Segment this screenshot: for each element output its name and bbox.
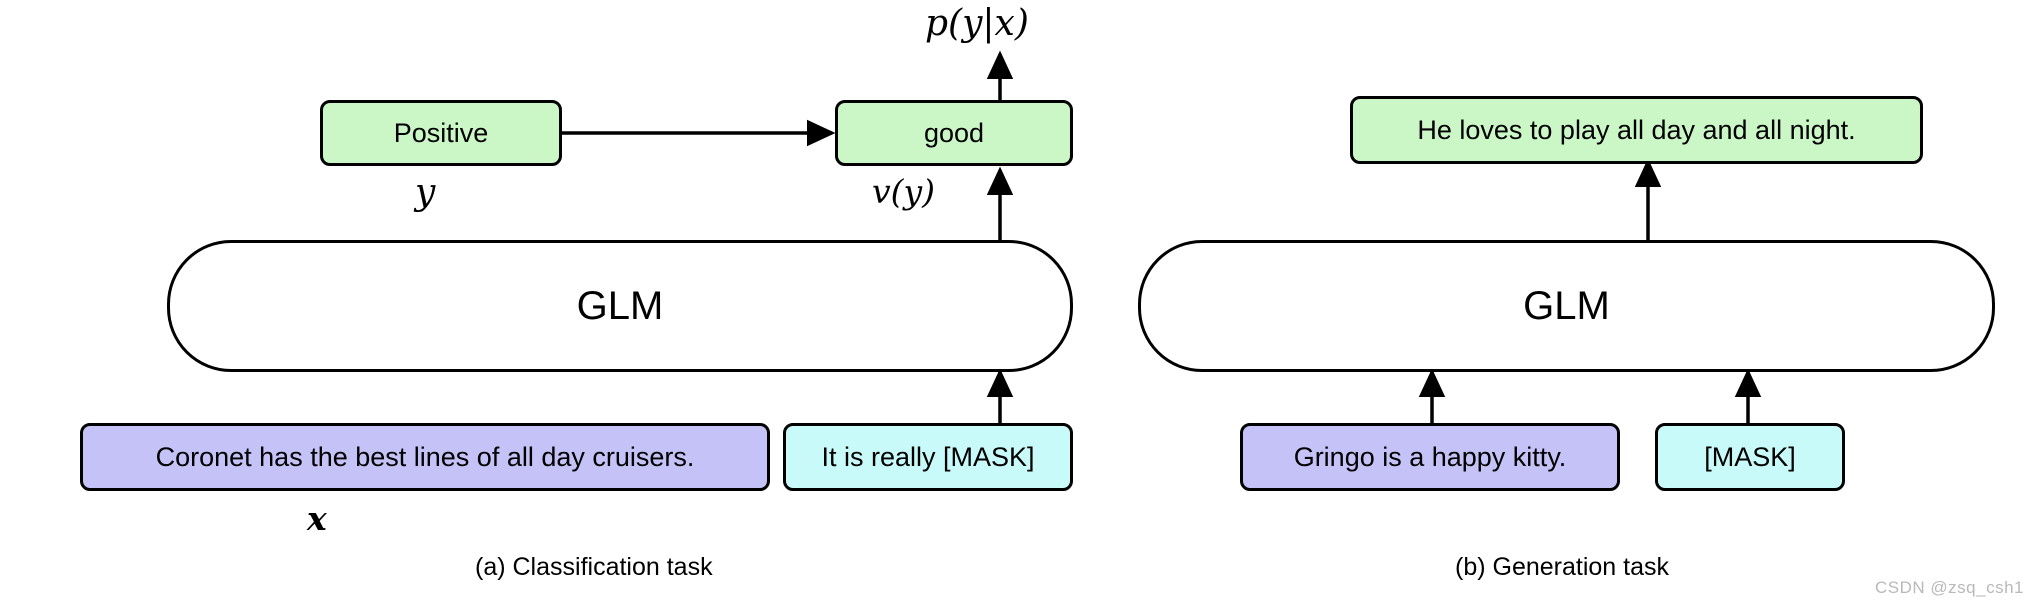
node-input-text-classification[interactable]: Coronet has the best lines of all day cr… [80,423,770,491]
glm-model-block-classification[interactable]: GLM [167,240,1073,372]
node-label-positive[interactable]: Positive [320,100,562,166]
caption-panel-b: (b) Generation task [1455,553,1669,581]
node-input-text-generation[interactable]: Gringo is a happy kitty. [1240,423,1620,491]
label-y-annotation: y [415,172,436,213]
node-output-text-generation[interactable]: He loves to play all day and all night. [1350,96,1923,164]
node-mask-token[interactable]: [MASK] [1655,423,1845,491]
watermark-text: CSDN @zsq_csh1 [1875,578,2024,597]
node-verbalizer-good[interactable]: good [835,100,1073,166]
verbalizer-vy-annotation: v(y) [872,172,936,211]
caption-panel-a: (a) Classification task [475,553,713,581]
glm-model-block-generation[interactable]: GLM [1138,240,1995,372]
node-prompt-template[interactable]: It is really [MASK] [783,423,1073,491]
input-x-annotation: x [307,499,327,538]
probability-output-label: p(y|x) [925,3,1029,44]
